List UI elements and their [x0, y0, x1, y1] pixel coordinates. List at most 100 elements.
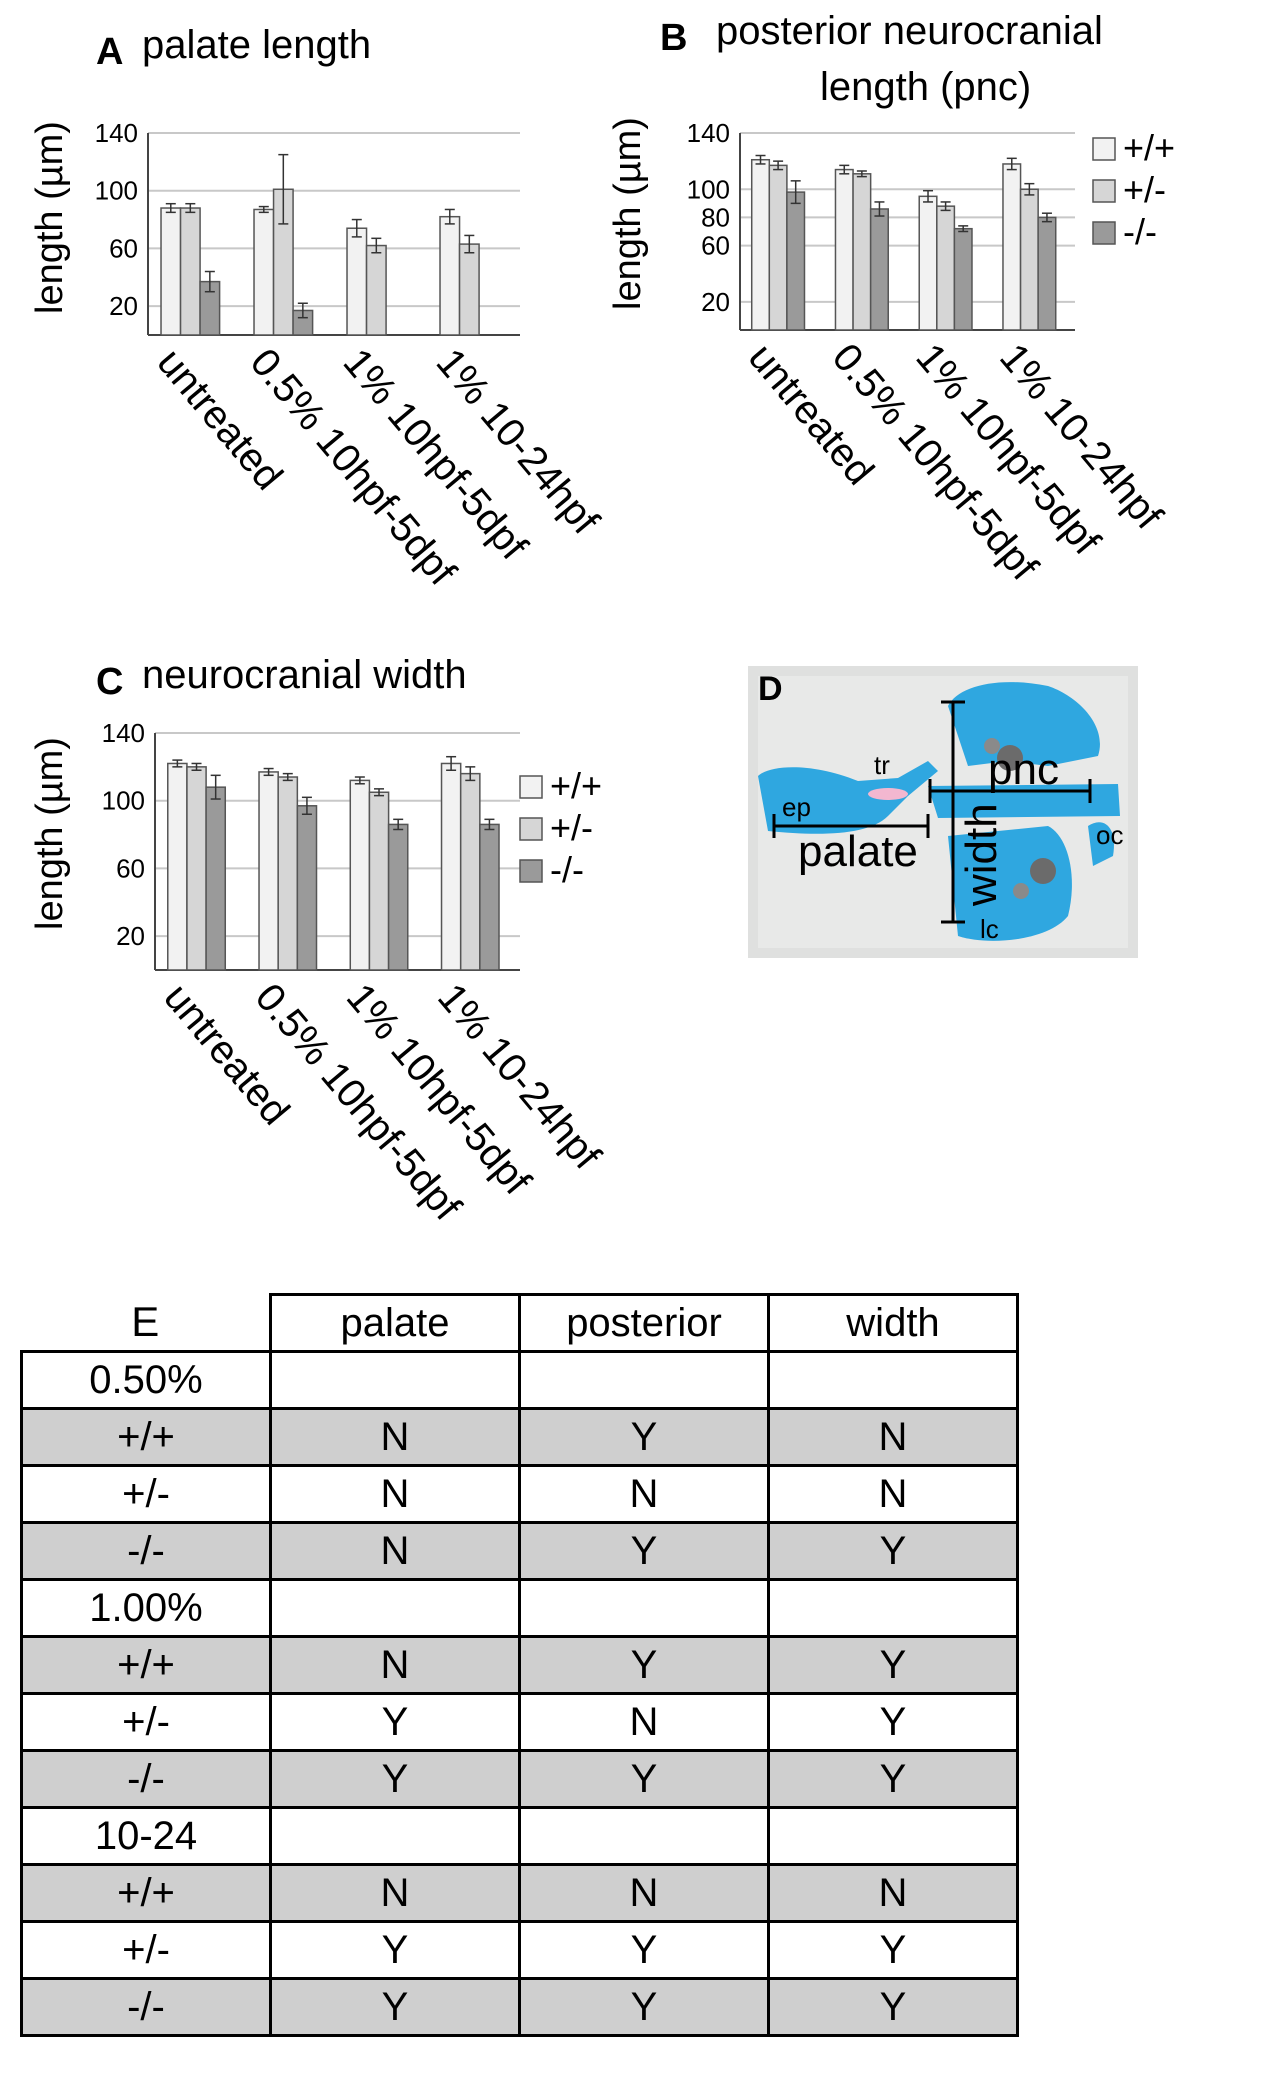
- label-oc: oc: [1096, 820, 1123, 850]
- table-cell: N: [767, 1464, 1019, 1524]
- legend-label: +/+: [550, 765, 602, 806]
- y-tick-label: 20: [109, 291, 138, 321]
- table-cell: N: [518, 1692, 770, 1752]
- chart-title: neurocranial width: [142, 653, 467, 697]
- table-header-cell: palate: [269, 1293, 521, 1353]
- table-group-row: 0.50%: [20, 1350, 1019, 1410]
- bar: [296, 805, 318, 971]
- row-label: 1.00%: [20, 1578, 272, 1638]
- y-axis-label: length (µm): [29, 737, 71, 930]
- row-label: +/-: [20, 1692, 272, 1752]
- bar: [186, 766, 207, 971]
- table-cell: [269, 1350, 521, 1410]
- bar: [349, 779, 371, 971]
- legend-swatch: [519, 817, 543, 841]
- table-cell: Y: [518, 1749, 770, 1809]
- y-tick-label: 140: [687, 118, 730, 148]
- table-cell: N: [518, 1464, 770, 1524]
- table-cell: Y: [767, 1977, 1019, 2037]
- table-cell: Y: [518, 1635, 770, 1695]
- row-label: +/-: [20, 1920, 272, 1980]
- legend-swatch: [1092, 179, 1116, 203]
- y-tick-label: 100: [687, 174, 730, 204]
- label-ep: ep: [782, 792, 811, 822]
- legend-label: +/-: [550, 807, 593, 848]
- table-cell: Y: [518, 1521, 770, 1581]
- table-group-row: 1.00%: [20, 1578, 1019, 1638]
- bar: [1002, 163, 1022, 331]
- bar: [253, 208, 275, 336]
- row-label: 0.50%: [20, 1350, 272, 1410]
- table-group-row: 10-24: [20, 1806, 1019, 1866]
- bar: [953, 227, 973, 331]
- table-cell: [767, 1350, 1019, 1410]
- table-cell: Y: [269, 1977, 521, 2037]
- table-cell: [518, 1806, 770, 1866]
- table-cell: N: [767, 1863, 1019, 1923]
- legend-label: -/-: [550, 849, 584, 890]
- table-cell: Y: [269, 1692, 521, 1752]
- chart-title-line2: length (pnc): [820, 65, 1031, 109]
- table-cell: Y: [767, 1692, 1019, 1752]
- table-cell: [518, 1350, 770, 1410]
- bar: [387, 823, 409, 971]
- panel-letter: A: [96, 31, 123, 73]
- table-header-cell: posterior: [518, 1293, 770, 1353]
- y-axis-label: length (µm): [607, 117, 649, 310]
- table-cell: Y: [269, 1749, 521, 1809]
- legend-label: -/-: [1123, 211, 1157, 252]
- y-tick-label: 20: [701, 287, 730, 317]
- chart-title: palate length: [142, 23, 371, 67]
- y-tick-label: 100: [102, 786, 145, 816]
- table-cell: Y: [269, 1920, 521, 1980]
- table-cell: [269, 1806, 521, 1866]
- y-tick-label: 60: [701, 231, 730, 261]
- label-palate: palate: [798, 827, 918, 876]
- cartilage-stain-image: D tr pnc ep palate width oc lc: [748, 666, 1138, 958]
- bar: [918, 195, 938, 331]
- legend-swatch: [519, 859, 543, 883]
- table-cell: [767, 1806, 1019, 1866]
- chart-title-line1: posterior neurocranial: [716, 9, 1103, 53]
- table-letter: E: [21, 1294, 271, 1352]
- label-width: width: [957, 803, 1006, 907]
- panel-letter: B: [660, 17, 687, 59]
- bar: [365, 244, 387, 336]
- row-label: 10-24: [20, 1806, 272, 1866]
- table-cell: Y: [767, 1635, 1019, 1695]
- table-cell: N: [269, 1521, 521, 1581]
- table-cell: [518, 1578, 770, 1638]
- bar: [750, 158, 771, 331]
- table-header-cell: width: [767, 1293, 1019, 1353]
- bar: [160, 207, 182, 336]
- table-cell: [269, 1578, 521, 1638]
- table-cell: [767, 1578, 1019, 1638]
- table-cell: N: [269, 1407, 521, 1467]
- y-tick-label: 140: [95, 118, 138, 148]
- legend-swatch: [1092, 137, 1116, 161]
- bar: [834, 168, 854, 331]
- y-tick-label: 100: [95, 176, 138, 206]
- label-tr: tr: [874, 750, 890, 780]
- y-axis-label: length (µm): [29, 121, 71, 314]
- bar: [479, 823, 500, 971]
- bar: [368, 791, 390, 971]
- bar: [439, 215, 461, 336]
- label-pnc: pnc: [988, 745, 1059, 794]
- table-cell: N: [269, 1464, 521, 1524]
- bar: [459, 772, 481, 971]
- panel-d-letter: D: [758, 670, 783, 708]
- bar: [179, 207, 201, 336]
